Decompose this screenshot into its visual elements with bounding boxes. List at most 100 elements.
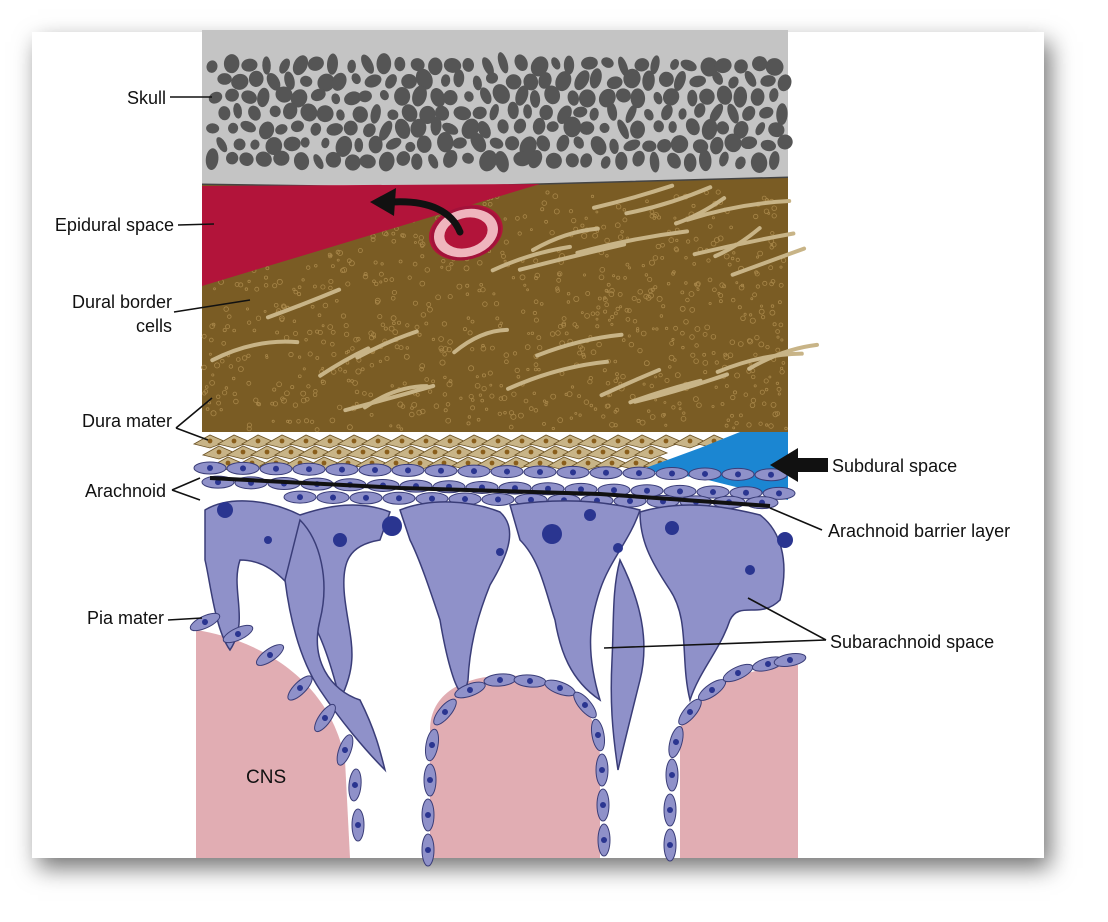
dura-fibre-dot: [605, 254, 609, 258]
dura-fibre-dot: [516, 374, 521, 379]
dura-fibre-dot: [696, 287, 700, 291]
dura-fibre-dot: [466, 316, 471, 320]
dura-fibre-dot: [673, 325, 678, 331]
bone-fragment: [206, 123, 220, 134]
dura-fibre-dot: [263, 275, 268, 280]
dura-fibre-dot: [588, 375, 593, 381]
dura-fibre-dot: [604, 237, 610, 244]
dura-fibre-dot: [564, 392, 568, 396]
bone-fragment: [607, 101, 618, 121]
dura-fibre-dot: [746, 338, 752, 344]
dura-fibre: [517, 242, 627, 272]
dura-fibre-dot: [223, 306, 229, 312]
bone-fragment: [712, 71, 724, 85]
dura-fibre-dot: [780, 338, 784, 342]
dura-fibre-dot: [601, 414, 606, 419]
dura-fibre-dot: [419, 363, 426, 369]
dura-fibre-dot: [419, 280, 426, 287]
dura-fibre-dot: [236, 357, 241, 362]
dura-fibre-dot: [610, 314, 615, 319]
dura-fibre-dot: [362, 391, 367, 396]
bone-fragment: [279, 58, 291, 74]
dura-fibre: [490, 244, 572, 273]
dura-fibre-dot: [441, 258, 446, 264]
dura-fibre-dot: [572, 322, 578, 327]
bone-fragment: [733, 121, 749, 139]
dura-fibre-dot: [391, 289, 397, 295]
dura-fibre-dot: [729, 225, 733, 230]
dura-fibre-dot: [604, 302, 609, 308]
dura-fibre-dot: [378, 359, 382, 363]
bone-fragment: [241, 90, 257, 104]
dura-fibre-dot: [768, 265, 774, 271]
dura-fibre-dot: [214, 362, 221, 369]
bone-fragment: [653, 120, 664, 133]
bone-fragment: [352, 106, 368, 123]
bone-fragment: [563, 55, 575, 75]
bone-fragment: [218, 106, 231, 121]
dura-fibre-dot: [216, 400, 222, 406]
bone-fragment: [670, 135, 689, 154]
dura-fibre-dot: [568, 209, 574, 214]
dura-fibre-dot: [247, 279, 251, 283]
bone-fragment: [310, 88, 326, 102]
dura-fibre-dot: [615, 203, 622, 210]
dura-fibre-dot: [439, 348, 444, 353]
dura-fibre: [747, 342, 819, 371]
dura-fibre-dot: [459, 396, 463, 400]
pia-cell: [348, 768, 362, 802]
dural-border-cell: [288, 434, 324, 449]
dura-fibre-dot: [441, 321, 447, 327]
dura-fibre-dot: [487, 202, 493, 207]
bone-fragment: [485, 72, 499, 84]
dura-fibre-dot: [503, 352, 509, 358]
cns-tissue: [196, 630, 798, 858]
dura-fibre-dot: [769, 245, 774, 250]
dura-fibre-dot: [533, 275, 539, 281]
dura-fibre-dot: [312, 284, 317, 289]
dura-fibre-dot: [411, 401, 418, 408]
dura-fibre-dot: [616, 275, 621, 280]
dura-fibre-dot: [748, 362, 752, 366]
dura-fibre-dot: [463, 265, 470, 272]
dura-fibre-dot: [523, 283, 527, 287]
dura-fibre-dot: [706, 258, 711, 263]
dura-fibre-dot: [536, 335, 542, 341]
trabecula-nucleus: [264, 536, 272, 544]
dura-fibre-dot: [484, 407, 489, 411]
dura-fibre-dot: [337, 404, 343, 410]
dura-fibre-dot: [246, 353, 251, 358]
dura-fibre-dot: [477, 260, 483, 266]
bone-fragment: [653, 91, 663, 105]
dura-fibre-dot: [321, 324, 325, 328]
dura-fibre-dot: [711, 351, 716, 355]
dural-border-cell: [321, 445, 357, 460]
dura-fibre-dot: [523, 398, 529, 404]
bone-fragment: [275, 124, 288, 135]
bone-fragment: [462, 152, 474, 164]
dura-fibre-dot: [555, 286, 560, 291]
dura-fibre-dot: [763, 208, 770, 214]
dura-fibre-dot: [750, 297, 754, 301]
bone-fragment: [528, 150, 543, 169]
dura-fibre-dot: [482, 301, 488, 307]
bone-fragment: [401, 73, 417, 89]
dura-fibre-dot: [555, 288, 560, 293]
dura-fibre-dot: [636, 298, 641, 303]
label-pia-mater: Pia mater: [86, 608, 164, 628]
dura-fibre-dot: [637, 347, 643, 354]
arachnoid-cell: [630, 484, 664, 498]
dura-fibre-dot: [734, 420, 739, 426]
bone-fragment: [223, 54, 240, 74]
dura-fibre-dot: [489, 393, 495, 399]
dura-fibre-dot: [314, 264, 318, 268]
dura-fibre-dot: [286, 419, 290, 423]
bone-fragment: [480, 87, 492, 105]
dura-fibre-dot: [533, 299, 539, 305]
dura-fibre-dot: [307, 329, 313, 335]
arachnoid-cell: [688, 467, 722, 481]
dura-fibre-dot: [694, 326, 701, 332]
dura-fibre-dot: [613, 359, 618, 364]
dura-fibre-dot: [770, 304, 775, 308]
dura-fibre-dot: [739, 413, 743, 418]
